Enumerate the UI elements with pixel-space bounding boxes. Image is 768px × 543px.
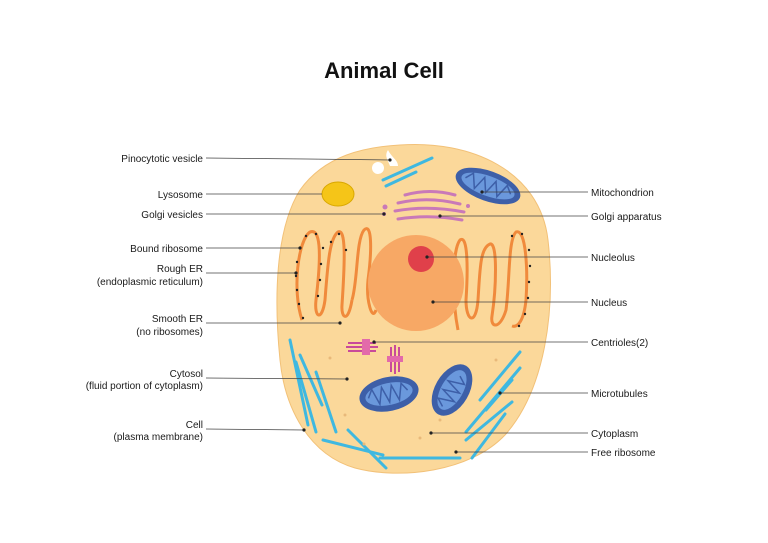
diagram-title: Animal Cell: [324, 58, 444, 83]
label-centrioles: Centrioles(2): [591, 338, 648, 349]
label-cell-sub: (plasma membrane): [114, 432, 203, 443]
rough-er-right: [452, 230, 529, 331]
label-pinocytotic-vesicle: Pinocytotic vesicle: [121, 154, 203, 165]
centrioles: [346, 339, 403, 374]
label-smooth-er-sub: (no ribosomes): [136, 327, 203, 338]
mitochondrion-bottom-right: [431, 364, 473, 416]
rough-er-left: [295, 230, 354, 321]
label-bound-ribosome: Bound ribosome: [130, 244, 203, 255]
cytoplasm-specks: [328, 356, 498, 446]
label-lysosome: Lysosome: [158, 190, 204, 201]
label-cytosol-sub: (fluid portion of cytoplasm): [86, 381, 203, 392]
smooth-er: [350, 227, 378, 315]
label-rough-er: Rough ER: [157, 264, 203, 275]
nucleolus: [408, 246, 434, 272]
label-cell: Cell: [186, 420, 203, 431]
label-rough-er-sub: (endoplasmic reticulum): [97, 277, 203, 288]
pinocytotic-vesicle: [372, 150, 398, 174]
mitochondrion-bottom-left: [359, 376, 419, 412]
label-microtubules: Microtubules: [591, 389, 648, 400]
label-free-ribosome: Free ribosome: [591, 448, 656, 459]
golgi-apparatus: [382, 190, 470, 222]
nucleus: [368, 235, 464, 331]
label-golgi-apparatus: Golgi apparatus: [591, 212, 662, 223]
lysosome: [321, 181, 355, 207]
leader-lines-left: [205, 157, 392, 432]
label-cytosol: Cytosol: [170, 369, 203, 380]
rough-er-right-ribosomes: [510, 232, 532, 328]
label-golgi-vesicles: Golgi vesicles: [141, 210, 203, 221]
leader-lines-right: [372, 190, 588, 454]
label-mitochondrion: Mitochondrion: [591, 188, 654, 199]
label-smooth-er: Smooth ER: [152, 314, 203, 325]
label-nucleolus: Nucleolus: [591, 253, 635, 264]
label-nucleus: Nucleus: [591, 298, 627, 309]
label-cytoplasm: Cytoplasm: [591, 429, 638, 440]
microtubules: [288, 156, 522, 470]
mitochondrion-top: [455, 167, 521, 205]
